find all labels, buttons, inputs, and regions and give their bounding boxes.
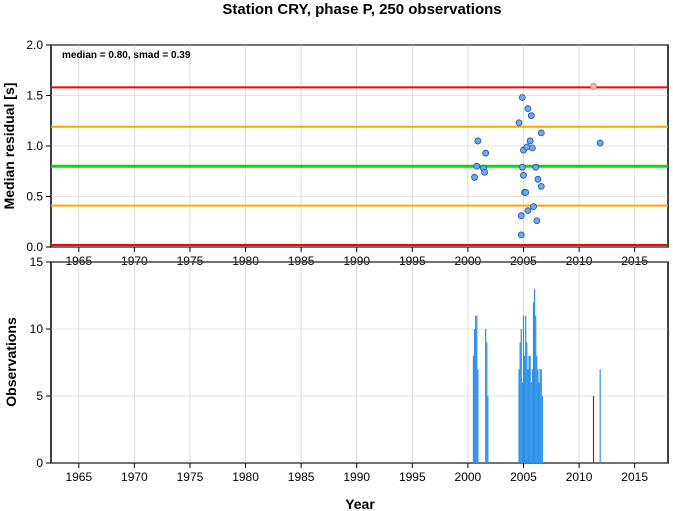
residual-point [471,173,478,181]
residual-point [528,144,536,152]
observations-x-ticks: 1965 1970 1975 1980 1985 1990 1995 2000 2005 2010… [65,463,648,484]
residual-x-tick-label: 2010 [566,254,593,268]
residual-y-ticks: 0.0 0.5 1.0 1.5 2.0 [26,38,51,254]
residual-point [481,168,488,176]
residual-y-tick-label: 1.5 [26,89,43,103]
residual-y-tick-label: 2.0 [26,38,43,52]
residual-point [522,189,530,196]
residual-x-ticks: 1965 1970 1975 1980 1985 1990 1995 2000 2005 2010… [65,247,648,268]
residual-point [517,212,525,220]
residual-x-tick-label: 1970 [121,254,148,268]
observations-plot-frame [50,261,669,464]
observations-x-tick-label: 1975 [177,470,204,484]
observations-panel: 0 5 10 15 1965 1970 1975 1980 1985 1990 1995 2000 2… [3,255,669,511]
residual-x-tick-label: 2015 [621,254,648,268]
residual-point [523,143,531,151]
observations-x-tick-label: 1990 [343,470,370,484]
x-axis-label: Year [345,496,375,511]
observations-y-tick-label: 0 [36,456,43,470]
observations-bars [472,288,601,463]
residual-point [596,139,604,147]
chart-title: Station CRY, phase P, 250 observations [222,1,501,18]
residual-x-tick-label: 1965 [65,254,92,268]
residual-point [530,203,537,211]
residual-point [533,217,541,225]
residual-y-tick-label: 0.5 [26,190,43,204]
residual-point [526,137,534,145]
residual-point [532,163,540,171]
residual-point [534,175,542,183]
observations-x-tick-label: 2005 [510,470,537,484]
outlier-point [590,83,597,90]
residual-x-tick-label: 1995 [399,254,426,268]
residual-point [524,105,532,113]
residual-x-tick-label: 1990 [343,254,370,268]
residual-point [518,94,526,101]
residual-point [520,171,527,179]
residual-point [527,112,535,120]
residual-y-tick-label: 1.0 [26,139,43,153]
observations-x-tick-label: 1995 [399,470,426,484]
residual-y-axis-label: Median residual [s] [1,83,17,210]
residual-x-tick-label: 2000 [455,254,482,268]
observations-y-axis-label: Observations [3,317,19,407]
observations-x-tick-label: 1985 [288,470,315,484]
residual-point [518,163,526,171]
observations-x-tick-label: 1970 [121,470,148,484]
observations-y-tick-label: 10 [30,322,44,336]
observations-x-tick-label: 1980 [232,470,259,484]
residual-point [515,119,523,127]
residual-point [537,182,545,190]
residual-x-tick-label: 2005 [510,254,537,268]
observations-y-ticks: 0 5 10 15 [30,255,51,470]
residual-grid [51,44,668,248]
observations-y-tick-label: 5 [36,389,43,403]
residual-point [474,137,482,145]
residual-x-tick-label: 1980 [232,254,259,268]
residual-points [471,83,604,239]
observations-x-tick-label: 2010 [566,470,593,484]
residual-point [482,149,490,157]
median-smad-annotation: median = 0.80, smad = 0.39 [62,50,191,61]
observations-y-tick-label: 15 [30,255,44,269]
residual-x-tick-label: 1975 [177,254,204,268]
residual-y-tick-label: 0.0 [26,240,43,254]
observations-grid [51,261,668,464]
residual-reference-lines [51,86,668,246]
residual-point [537,129,545,137]
residual-point [524,207,532,215]
observations-x-tick-label: 2015 [621,470,648,484]
residual-x-tick-label: 1985 [288,254,315,268]
residual-point [517,231,525,239]
residual-point [473,162,481,170]
observations-x-tick-label: 1965 [65,470,92,484]
residual-panel: 0.0 0.5 1.0 1.5 2.0 1965 1970 1975 1980 1985 1990… [1,38,669,268]
observations-x-tick-label: 2000 [455,470,482,484]
